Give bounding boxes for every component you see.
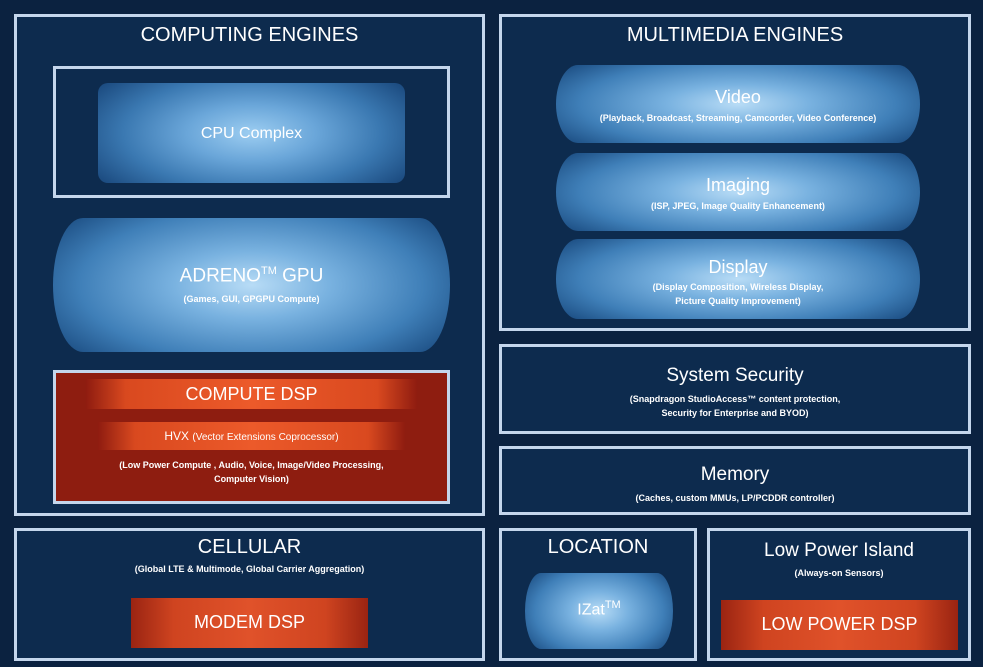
low-power-island-title: Low Power Island [764, 540, 914, 561]
cpu-complex-glow [98, 83, 405, 183]
hvx-label: HVX (Vector Extensions Coprocessor) [164, 429, 339, 443]
izat-block: IZatTM [525, 573, 673, 649]
video-label: Video [715, 87, 761, 107]
low-power-island-subtitle: (Always-on Sensors) [794, 568, 884, 578]
memory-panel: Memory (Caches, custom MMUs, LP/PCDDR co… [499, 446, 971, 515]
compute-dsp-box: COMPUTE DSP HVX (Vector Extensions Copro… [53, 370, 450, 504]
modem-dsp-box: MODEM DSP [131, 598, 368, 648]
hvx-band [98, 422, 405, 450]
display-subtitle-1: (Display Composition, Wireless Display, [652, 282, 824, 292]
multimedia-engines-panel: MULTIMEDIA ENGINES Video (Playback, Broa… [499, 14, 971, 331]
display-block: Display (Display Composition, Wireless D… [556, 239, 920, 319]
multimedia-engines-title: MULTIMEDIA ENGINES [626, 24, 844, 46]
compute-dsp-band [86, 379, 417, 409]
display-subtitle-2: Picture Quality Improvement) [675, 296, 801, 306]
system-security-subtitle-2: Security for Enterprise and BYOD) [661, 408, 809, 418]
adreno-gpu-subtitle: (Games, GUI, GPGPU Compute) [183, 294, 320, 304]
low-power-dsp-label: LOW POWER DSP [761, 614, 918, 634]
low-power-island-panel: Low Power Island (Always-on Sensors) LOW… [707, 528, 971, 661]
izat-label: IZatTM [577, 599, 621, 619]
display-label: Display [708, 257, 768, 277]
cellular-panel: CELLULAR (Global LTE & Multimode, Global… [14, 528, 485, 661]
compute-dsp-title: COMPUTE DSP [185, 384, 318, 404]
compute-dsp-subtitle-1: (Low Power Compute , Audio, Voice, Image… [119, 460, 384, 470]
system-security-panel: System Security (Snapdragon StudioAccess… [499, 344, 971, 434]
imaging-subtitle: (ISP, JPEG, Image Quality Enhancement) [651, 201, 825, 211]
adreno-gpu-label: ADRENOTM GPU [179, 265, 324, 287]
video-subtitle: (Playback, Broadcast, Streaming, Camcord… [599, 113, 877, 123]
compute-dsp-subtitle-2: Computer Vision) [214, 474, 289, 484]
computing-engines-panel: COMPUTING ENGINES CPU Complex ADRENOTM G… [14, 14, 485, 516]
system-security-subtitle-1: (Snapdragon StudioAccess™ content protec… [629, 394, 841, 404]
video-block: Video (Playback, Broadcast, Streaming, C… [556, 65, 920, 143]
modem-dsp-label: MODEM DSP [193, 612, 305, 632]
computing-engines-title: COMPUTING ENGINES [140, 24, 359, 46]
cpu-complex-box: CPU Complex [53, 66, 450, 198]
cpu-complex-label: CPU Complex [200, 125, 303, 142]
low-power-dsp-box: LOW POWER DSP [721, 600, 958, 650]
memory-title: Memory [700, 464, 770, 485]
adreno-gpu-block: ADRENOTM GPU (Games, GUI, GPGPU Compute) [53, 218, 450, 352]
system-security-title: System Security [666, 365, 804, 386]
imaging-block: Imaging (ISP, JPEG, Image Quality Enhanc… [556, 153, 920, 231]
imaging-label: Imaging [705, 175, 771, 195]
location-panel: LOCATION IZatTM [499, 528, 697, 661]
cellular-subtitle: (Global LTE & Multimode, Global Carrier … [134, 564, 365, 574]
cellular-title: CELLULAR [197, 536, 302, 558]
memory-subtitle: (Caches, custom MMUs, LP/PCDDR controlle… [635, 493, 835, 503]
location-title: LOCATION [547, 536, 649, 558]
